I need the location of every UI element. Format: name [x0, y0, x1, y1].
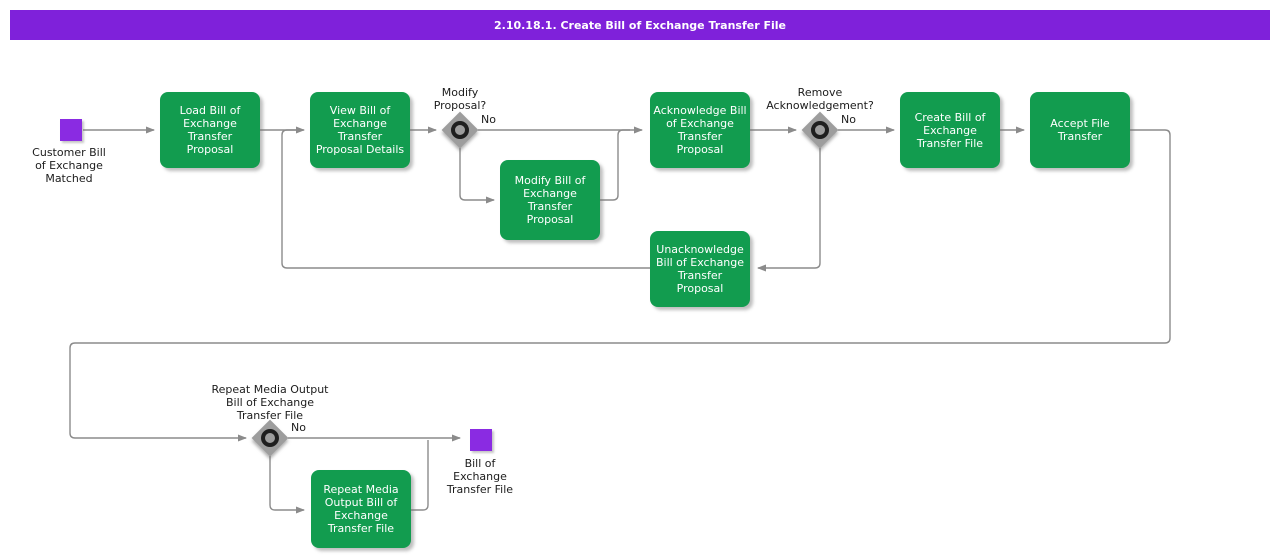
activity-view-proposal-details[interactable]: View Bill of Exchange Transfer Proposal …	[310, 92, 410, 168]
page-title: 2.10.18.1. Create Bill of Exchange Trans…	[493, 18, 786, 32]
activity-unacknowledge-proposal[interactable]: Unacknowledge Bill of Exchange Transfer …	[650, 231, 750, 307]
edge-unacknowledge-feedback	[281, 129, 650, 269]
edge-decision3-yes-to-repeat	[269, 456, 305, 514]
decision-remove-acknowledgement[interactable]	[801, 111, 839, 149]
activity-modify-proposal[interactable]: Modify Bill of Exchange Transfer Proposa…	[500, 160, 600, 240]
decision-repeat-media-output[interactable]	[251, 419, 289, 457]
decision-remove-question: Remove Acknowledgement?	[766, 86, 874, 112]
decision-modify-no-label: No	[481, 113, 496, 126]
title-bar: 2.10.18.1. Create Bill of Exchange Trans…	[10, 10, 1270, 40]
activity-load-proposal[interactable]: Load Bill of Exchange Transfer Proposal	[160, 92, 260, 168]
activity-accept-file-transfer[interactable]: Accept File Transfer	[1030, 92, 1130, 168]
decision-modify-question: Modify Proposal?	[433, 86, 487, 112]
decision-remove-no-label: No	[841, 113, 856, 126]
merge-circle-icon	[261, 429, 279, 447]
end-event-label: Bill of Exchange Transfer File	[446, 457, 514, 496]
edge-decision2-yes-to-unacknowledge	[757, 148, 821, 272]
decision-repeat-question: Repeat Media Output Bill of Exchange Tra…	[211, 383, 329, 422]
activity-acknowledge-proposal[interactable]: Acknowledge Bill of Exchange Transfer Pr…	[650, 92, 750, 168]
start-event[interactable]	[60, 119, 82, 141]
end-event[interactable]	[470, 429, 492, 451]
merge-circle-icon	[811, 121, 829, 139]
merge-circle-icon	[451, 121, 469, 139]
edge-modify-rejoin	[600, 129, 630, 201]
decision-modify-proposal[interactable]	[441, 111, 479, 149]
edge-decision1-yes-to-modify	[459, 148, 495, 204]
start-event-label: Customer Bill of Exchange Matched	[32, 146, 106, 185]
edge-accept-to-decision3	[69, 129, 1171, 442]
decision-repeat-no-label: No	[291, 421, 306, 434]
activity-create-transfer-file[interactable]: Create Bill of Exchange Transfer File	[900, 92, 1000, 168]
activity-repeat-media-output[interactable]: Repeat Media Output Bill of Exchange Tra…	[311, 470, 411, 548]
edge-repeat-rejoin	[410, 440, 429, 511]
